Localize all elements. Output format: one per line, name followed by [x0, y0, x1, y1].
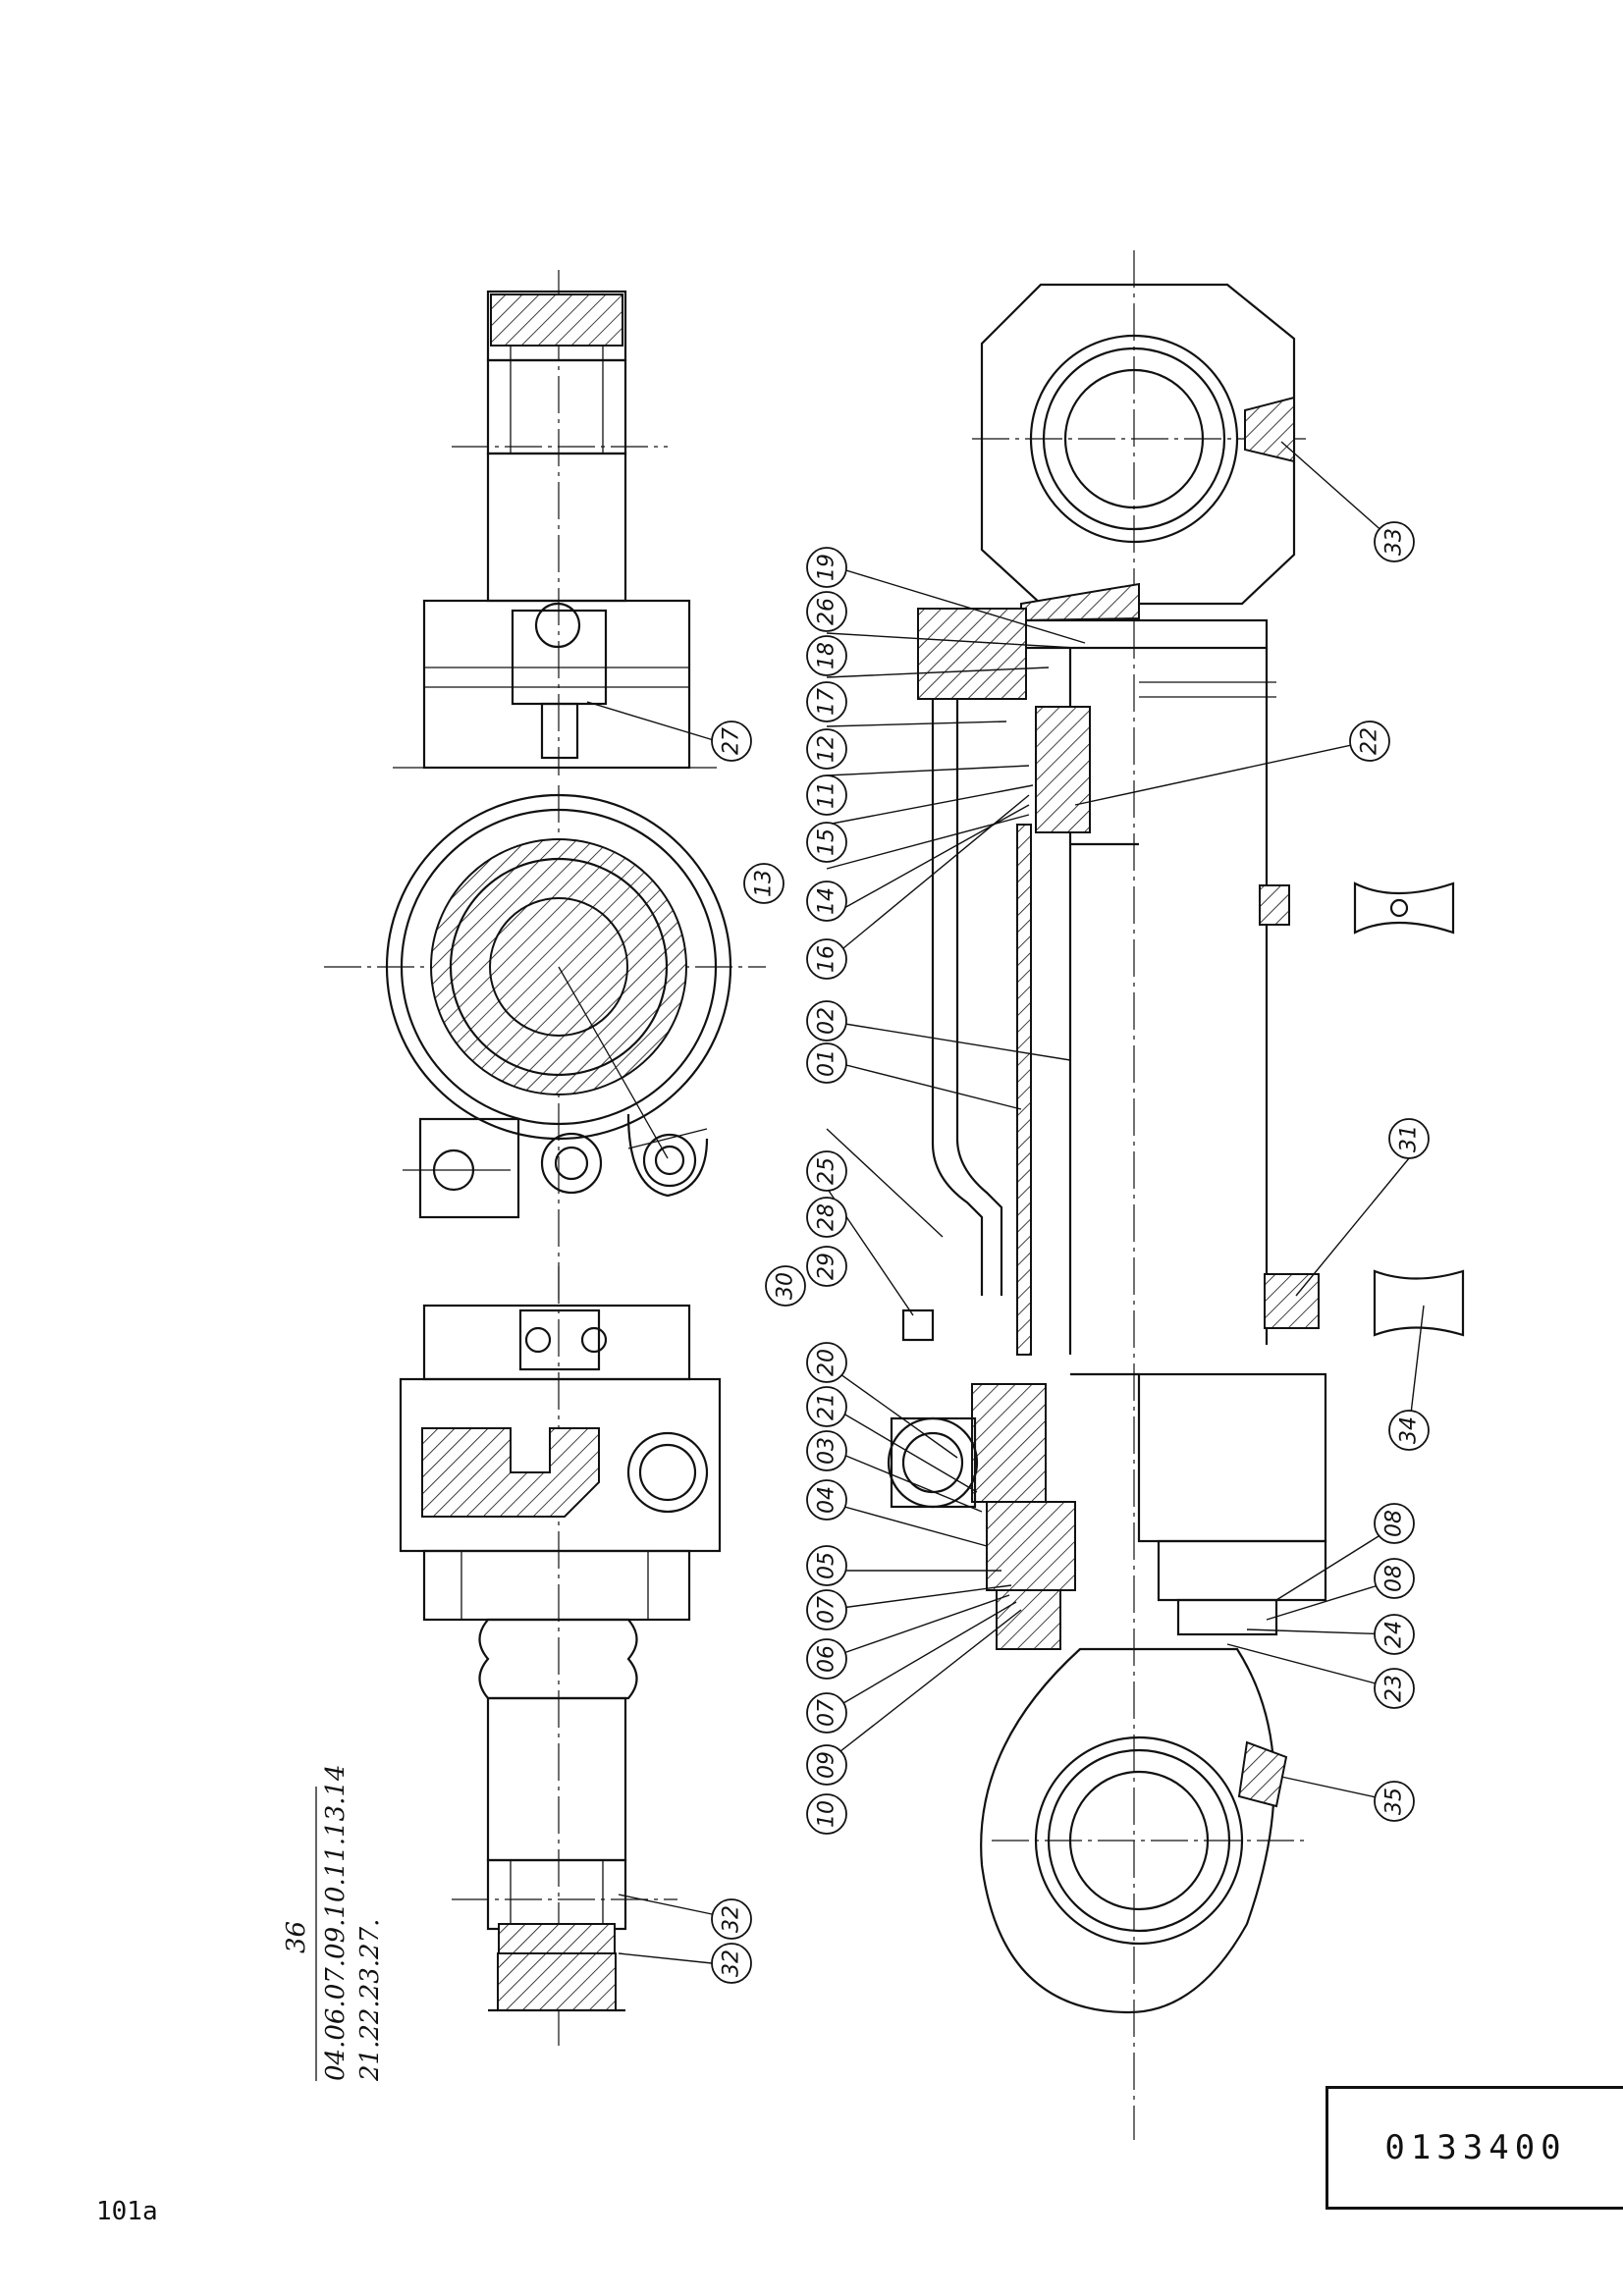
callout-26: 25 [806, 1150, 847, 1192]
callout-29: 28 [806, 1197, 847, 1238]
svg-text:08: 08 [1382, 1510, 1407, 1537]
svg-text:34: 34 [1397, 1416, 1422, 1444]
callout-22: 21 [806, 1386, 847, 1427]
svg-text:09: 09 [815, 1751, 839, 1779]
callout-13: 12 [806, 728, 847, 770]
svg-text:10: 10 [815, 1800, 839, 1828]
callout-27: 26 [806, 591, 847, 632]
svg-text:11: 11 [815, 781, 839, 809]
svg-text:26: 26 [815, 598, 839, 625]
callout-20: 19 [806, 547, 847, 588]
callout-07-a: 07 [806, 1589, 847, 1630]
svg-text:01: 01 [815, 1049, 839, 1077]
svg-text:17: 17 [815, 688, 839, 716]
drawing-number: 0133400 [1384, 2128, 1567, 2167]
svg-text:33: 33 [1382, 528, 1407, 556]
callout-15: 14 [806, 881, 847, 922]
callout-bubbles: 19 26 18 17 12 11 15 14 16 13 01 02 25 2… [711, 521, 1430, 1984]
svg-text:32: 32 [720, 1949, 744, 1977]
sheet-label: 101a [96, 2197, 158, 2226]
svg-text:07: 07 [815, 1596, 839, 1624]
svg-text:24: 24 [1382, 1621, 1407, 1648]
callout-07-b: 07 [806, 1692, 847, 1734]
svg-text:23: 23 [1382, 1675, 1407, 1702]
svg-text:27: 27 [720, 727, 744, 755]
svg-text:14: 14 [815, 887, 839, 915]
svg-text:20: 20 [815, 1349, 839, 1376]
callout-31: 30 [765, 1265, 806, 1307]
kit-parts-line1: 04.06.07.09.10.11.13.14 [321, 1764, 351, 2081]
svg-text:03: 03 [815, 1437, 839, 1465]
svg-text:06: 06 [815, 1645, 839, 1673]
callout-24: 23 [1374, 1668, 1415, 1709]
end-section-view [324, 785, 766, 1306]
callout-09: 09 [806, 1744, 847, 1786]
svg-text:22: 22 [1358, 727, 1382, 755]
main-cylinder-view [887, 250, 1465, 2140]
svg-text:15: 15 [815, 828, 839, 856]
callout-35-eye: 35 [1374, 1781, 1415, 1822]
svg-text:02: 02 [815, 1007, 839, 1035]
callout-17: 16 [806, 938, 847, 980]
callout-34: 33 [1374, 521, 1415, 562]
callout-19: 18 [806, 635, 847, 676]
svg-text:25: 25 [815, 1157, 839, 1185]
callout-23: 22 [1349, 721, 1390, 762]
port-block-view [399, 1266, 722, 2052]
callout-03: 03 [806, 1430, 847, 1471]
svg-text:32: 32 [720, 1905, 744, 1933]
title-block: 0133400 [1325, 2086, 1623, 2210]
svg-text:21: 21 [815, 1393, 839, 1420]
svg-text:13: 13 [752, 870, 777, 897]
kit-label: 36 [282, 1921, 311, 1953]
callout-28: 27 [711, 721, 752, 762]
svg-text:30: 30 [774, 1272, 798, 1300]
top-clevis-view [393, 270, 717, 775]
svg-text:08: 08 [1382, 1565, 1407, 1592]
callout-32-left: 32 [711, 1898, 752, 1940]
svg-text:16: 16 [815, 945, 839, 973]
callout-33: 32 [711, 1943, 752, 1984]
svg-text:35: 35 [1382, 1788, 1407, 1815]
svg-text:12: 12 [815, 735, 839, 763]
callout-02: 02 [806, 1000, 847, 1041]
svg-text:18: 18 [815, 642, 839, 669]
callout-04: 04 [806, 1479, 847, 1521]
svg-text:19: 19 [815, 554, 839, 581]
svg-text:29: 29 [815, 1253, 839, 1280]
callout-21: 20 [806, 1342, 847, 1383]
callout-35-boss: 34 [1388, 1410, 1430, 1451]
callout-30: 29 [806, 1246, 847, 1287]
svg-text:07: 07 [815, 1699, 839, 1727]
callout-10: 10 [806, 1793, 847, 1835]
callout-06: 06 [806, 1638, 847, 1680]
callout-12: 11 [806, 774, 847, 816]
callout-05: 05 [806, 1545, 847, 1586]
callout-01: 01 [806, 1042, 847, 1084]
callout-14: 13 [743, 863, 784, 904]
callout-08: 08 [1374, 1558, 1415, 1599]
callout-32-main: 31 [1388, 1118, 1430, 1159]
svg-text:04: 04 [815, 1486, 839, 1514]
svg-text:28: 28 [815, 1203, 839, 1231]
svg-text:05: 05 [815, 1552, 839, 1579]
kit-note: 36 04.06.07.09.10.11.13.14 21.22.23.27. [282, 1764, 385, 2082]
svg-text:31: 31 [1397, 1125, 1422, 1152]
callout-18: 17 [806, 681, 847, 722]
callout-leaders [586, 441, 1425, 1964]
callout-11: 08 [1374, 1503, 1415, 1544]
kit-parts-line2: 21.22.23.27. [355, 1919, 385, 2082]
callout-25: 24 [1374, 1614, 1415, 1655]
callout-16: 15 [806, 822, 847, 863]
